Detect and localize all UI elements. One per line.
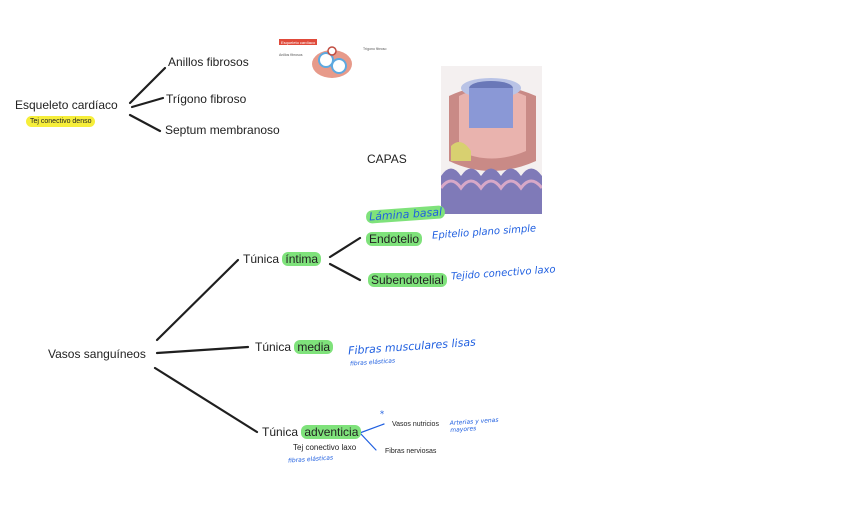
esqueleto-item-anillos: Anillos fibrosos bbox=[168, 55, 249, 69]
line-to-media bbox=[155, 345, 250, 355]
esqueleto-item-trigono: Trígono fibroso bbox=[166, 92, 247, 106]
tunica-adventicia-word: adventicia bbox=[301, 425, 362, 439]
heart-valve-top bbox=[327, 46, 337, 56]
vasos-nutricios: Vasos nutricios bbox=[392, 421, 439, 428]
heart-valve-right bbox=[331, 58, 347, 74]
vessel-layers-image bbox=[441, 66, 542, 214]
fibras-nerviosas: Fibras nerviosas bbox=[385, 448, 437, 455]
line-to-endotelio bbox=[328, 236, 362, 259]
esqueleto-item-septum: Septum membranoso bbox=[165, 123, 280, 137]
tunica-adventicia-prefix: Túnica bbox=[262, 425, 302, 439]
heart-left-label: Anillos fibrosos bbox=[279, 53, 303, 57]
tunica-media-prefix: Túnica bbox=[255, 340, 295, 354]
tunica-intima: Túnica íntima bbox=[243, 252, 322, 266]
vessel-fat bbox=[451, 142, 471, 161]
adventicia-marker: * bbox=[379, 409, 385, 421]
esqueleto-note: Tej conectivo denso bbox=[26, 116, 96, 127]
tunica-adventicia: Túnica adventicia bbox=[262, 425, 362, 439]
vasos-title: Vasos sanguíneos bbox=[48, 347, 146, 361]
blue-line-vasos-nutricios bbox=[356, 423, 385, 435]
endotelio: Endotelio bbox=[366, 232, 423, 246]
endotelio-text: Endotelio bbox=[366, 232, 423, 246]
heart-banner-box bbox=[279, 39, 317, 45]
vessel-intima bbox=[469, 88, 513, 128]
esqueleto-title: Esqueleto cardíaco bbox=[15, 98, 118, 112]
heart-valves-image: Esqueleto cardíaco Anillos fibrosos Tríg… bbox=[277, 36, 387, 86]
heart-right-label: Trígono fibroso bbox=[363, 47, 386, 51]
line-to-subendotelial bbox=[328, 262, 362, 282]
tunica-media-word: media bbox=[294, 340, 334, 354]
line-to-trigono bbox=[130, 96, 165, 109]
tunica-intima-prefix: Túnica bbox=[243, 252, 283, 266]
line-to-intima bbox=[155, 258, 240, 342]
blue-line-fibras bbox=[359, 432, 377, 451]
capas-label: CAPAS bbox=[367, 152, 407, 166]
line-to-anillos bbox=[128, 66, 167, 105]
subendotelial: Subendotelial bbox=[368, 273, 447, 287]
heart-valve-left bbox=[318, 52, 334, 68]
adventicia-sub: Tej conectivo laxo bbox=[293, 443, 357, 452]
vessel-folds bbox=[441, 168, 542, 214]
line-to-adventicia bbox=[153, 366, 259, 434]
line-to-septum bbox=[128, 113, 162, 133]
tunica-media: Túnica media bbox=[255, 340, 334, 354]
tunica-intima-word: íntima bbox=[282, 252, 322, 266]
subendotelial-text: Subendotelial bbox=[368, 273, 447, 287]
heart-banner-text: Esqueleto cardíaco bbox=[281, 40, 316, 45]
